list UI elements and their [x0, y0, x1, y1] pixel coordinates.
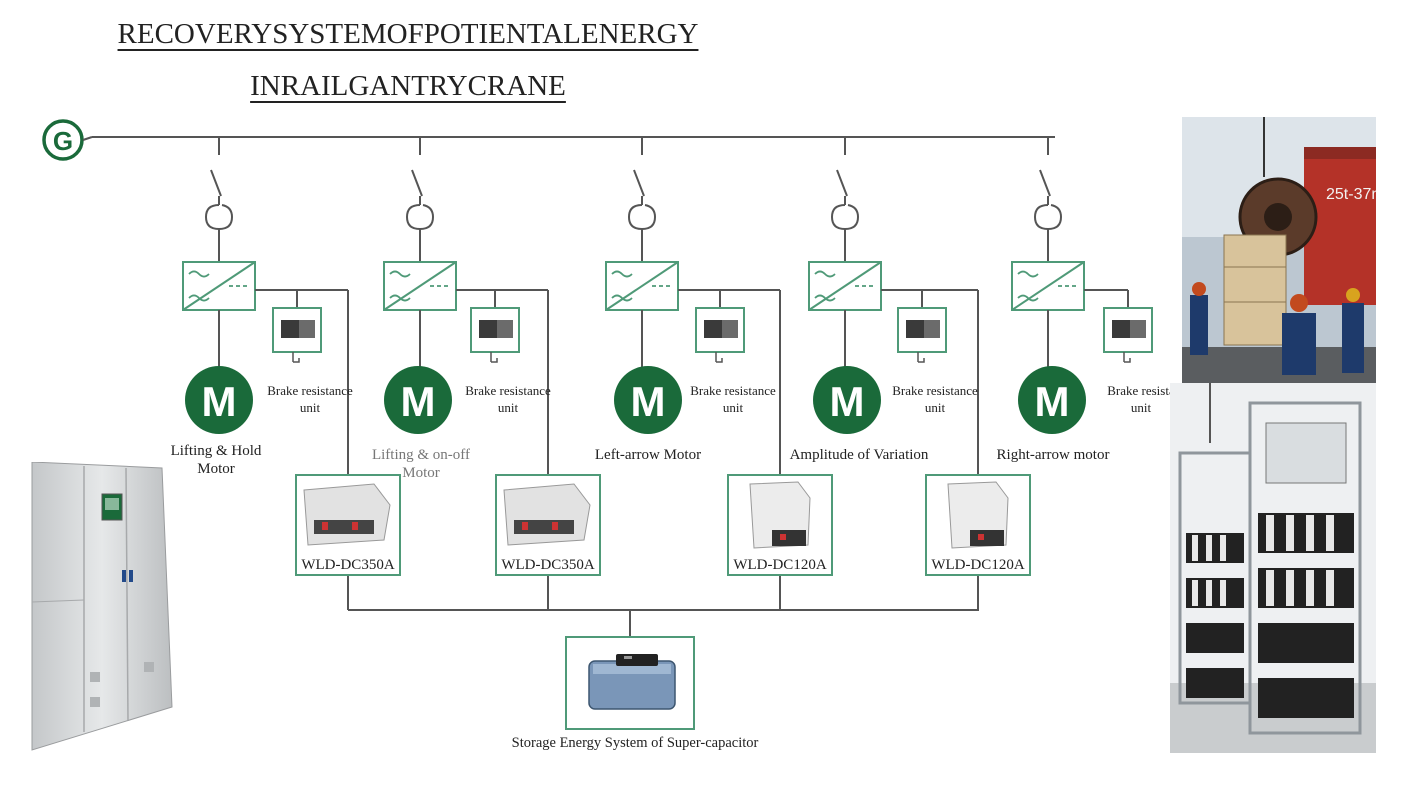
motor-label: Right-arrow motor: [996, 447, 1110, 463]
brake-label-line2: unit: [1130, 400, 1152, 415]
fuse-icon: [204, 204, 234, 231]
brake-label: Brake resista unit: [1086, 382, 1196, 416]
motor-label: Lifting & Hold Motor: [170, 443, 262, 477]
brake-label-line1: Brake resistance: [690, 383, 776, 398]
branch-4: M: [808, 137, 979, 610]
brake-label-line2: unit: [924, 400, 946, 415]
dc-unit-2: WLD-DC350A: [495, 474, 601, 576]
brake-label: Brake resistance unit: [880, 382, 990, 416]
motor-label: Left-arrow Motor: [594, 447, 702, 463]
brake-label: Brake resistance unit: [255, 382, 365, 416]
fuse-icon: [627, 204, 657, 231]
crane-sign-text: 25t-37m: [1326, 186, 1376, 203]
dc-unit-3: WLD-DC120A: [727, 474, 833, 576]
title-line-1: RECOVERYSYSTEMOFPOTIENTALENERGY: [117, 18, 699, 50]
inverter-cabinet-image: [31, 462, 173, 751]
motor-symbol: M: [401, 378, 436, 425]
fuse-icon: [1033, 204, 1063, 231]
dc-unit-4: WLD-DC120A: [925, 474, 1031, 576]
brake-label-line2: unit: [497, 400, 519, 415]
brake-label-line1: Brake resista: [1107, 383, 1175, 398]
fuse-icon: [830, 204, 860, 231]
dc-unit-label: WLD-DC350A: [501, 557, 594, 573]
brake-label-line1: Brake resistance: [267, 383, 353, 398]
motor-icon: [813, 366, 881, 434]
brake-label: Brake resistance unit: [453, 382, 563, 416]
motor-symbol: M: [830, 378, 865, 425]
storage-label: Storage Energy System of Super-capacitor: [512, 735, 759, 751]
brake-label-line1: Brake resistance: [892, 383, 978, 398]
brake-label-line2: unit: [299, 400, 321, 415]
capacitor-rack-photo: [1170, 383, 1376, 753]
motor-icon: [185, 366, 253, 434]
motor-label: Lifting & on-off Motor: [371, 447, 471, 481]
dc-unit-1: WLD-DC350A: [295, 474, 401, 576]
dc-unit-label: WLD-DC350A: [301, 557, 394, 573]
motor-symbol: M: [202, 378, 237, 425]
branch-1: M: [182, 137, 349, 610]
supercapacitor-storage: [565, 636, 695, 730]
brake-label-line1: Brake resistance: [465, 383, 551, 398]
fuse-icon: [405, 204, 435, 231]
title-line-2: INRAILGANTRYCRANE: [250, 70, 566, 102]
generator-symbol: G: [53, 126, 73, 156]
generator-icon: G: [42, 119, 93, 161]
motor-icon: [1018, 366, 1086, 434]
crane-site-photo: 25t-37m: [1182, 117, 1376, 383]
dc-unit-label: WLD-DC120A: [931, 557, 1024, 573]
motor-icon: [614, 366, 682, 434]
motor-icon: [384, 366, 452, 434]
dc-unit-label: WLD-DC120A: [733, 557, 826, 573]
brake-label: Brake resistance unit: [678, 382, 788, 416]
motor-symbol: M: [631, 378, 666, 425]
branch-5: M: [1011, 137, 1153, 434]
branch-2: M: [383, 137, 549, 610]
motor-symbol: M: [1035, 378, 1070, 425]
brake-label-line2: unit: [722, 400, 744, 415]
motor-label: Amplitude of Variation: [789, 447, 929, 463]
